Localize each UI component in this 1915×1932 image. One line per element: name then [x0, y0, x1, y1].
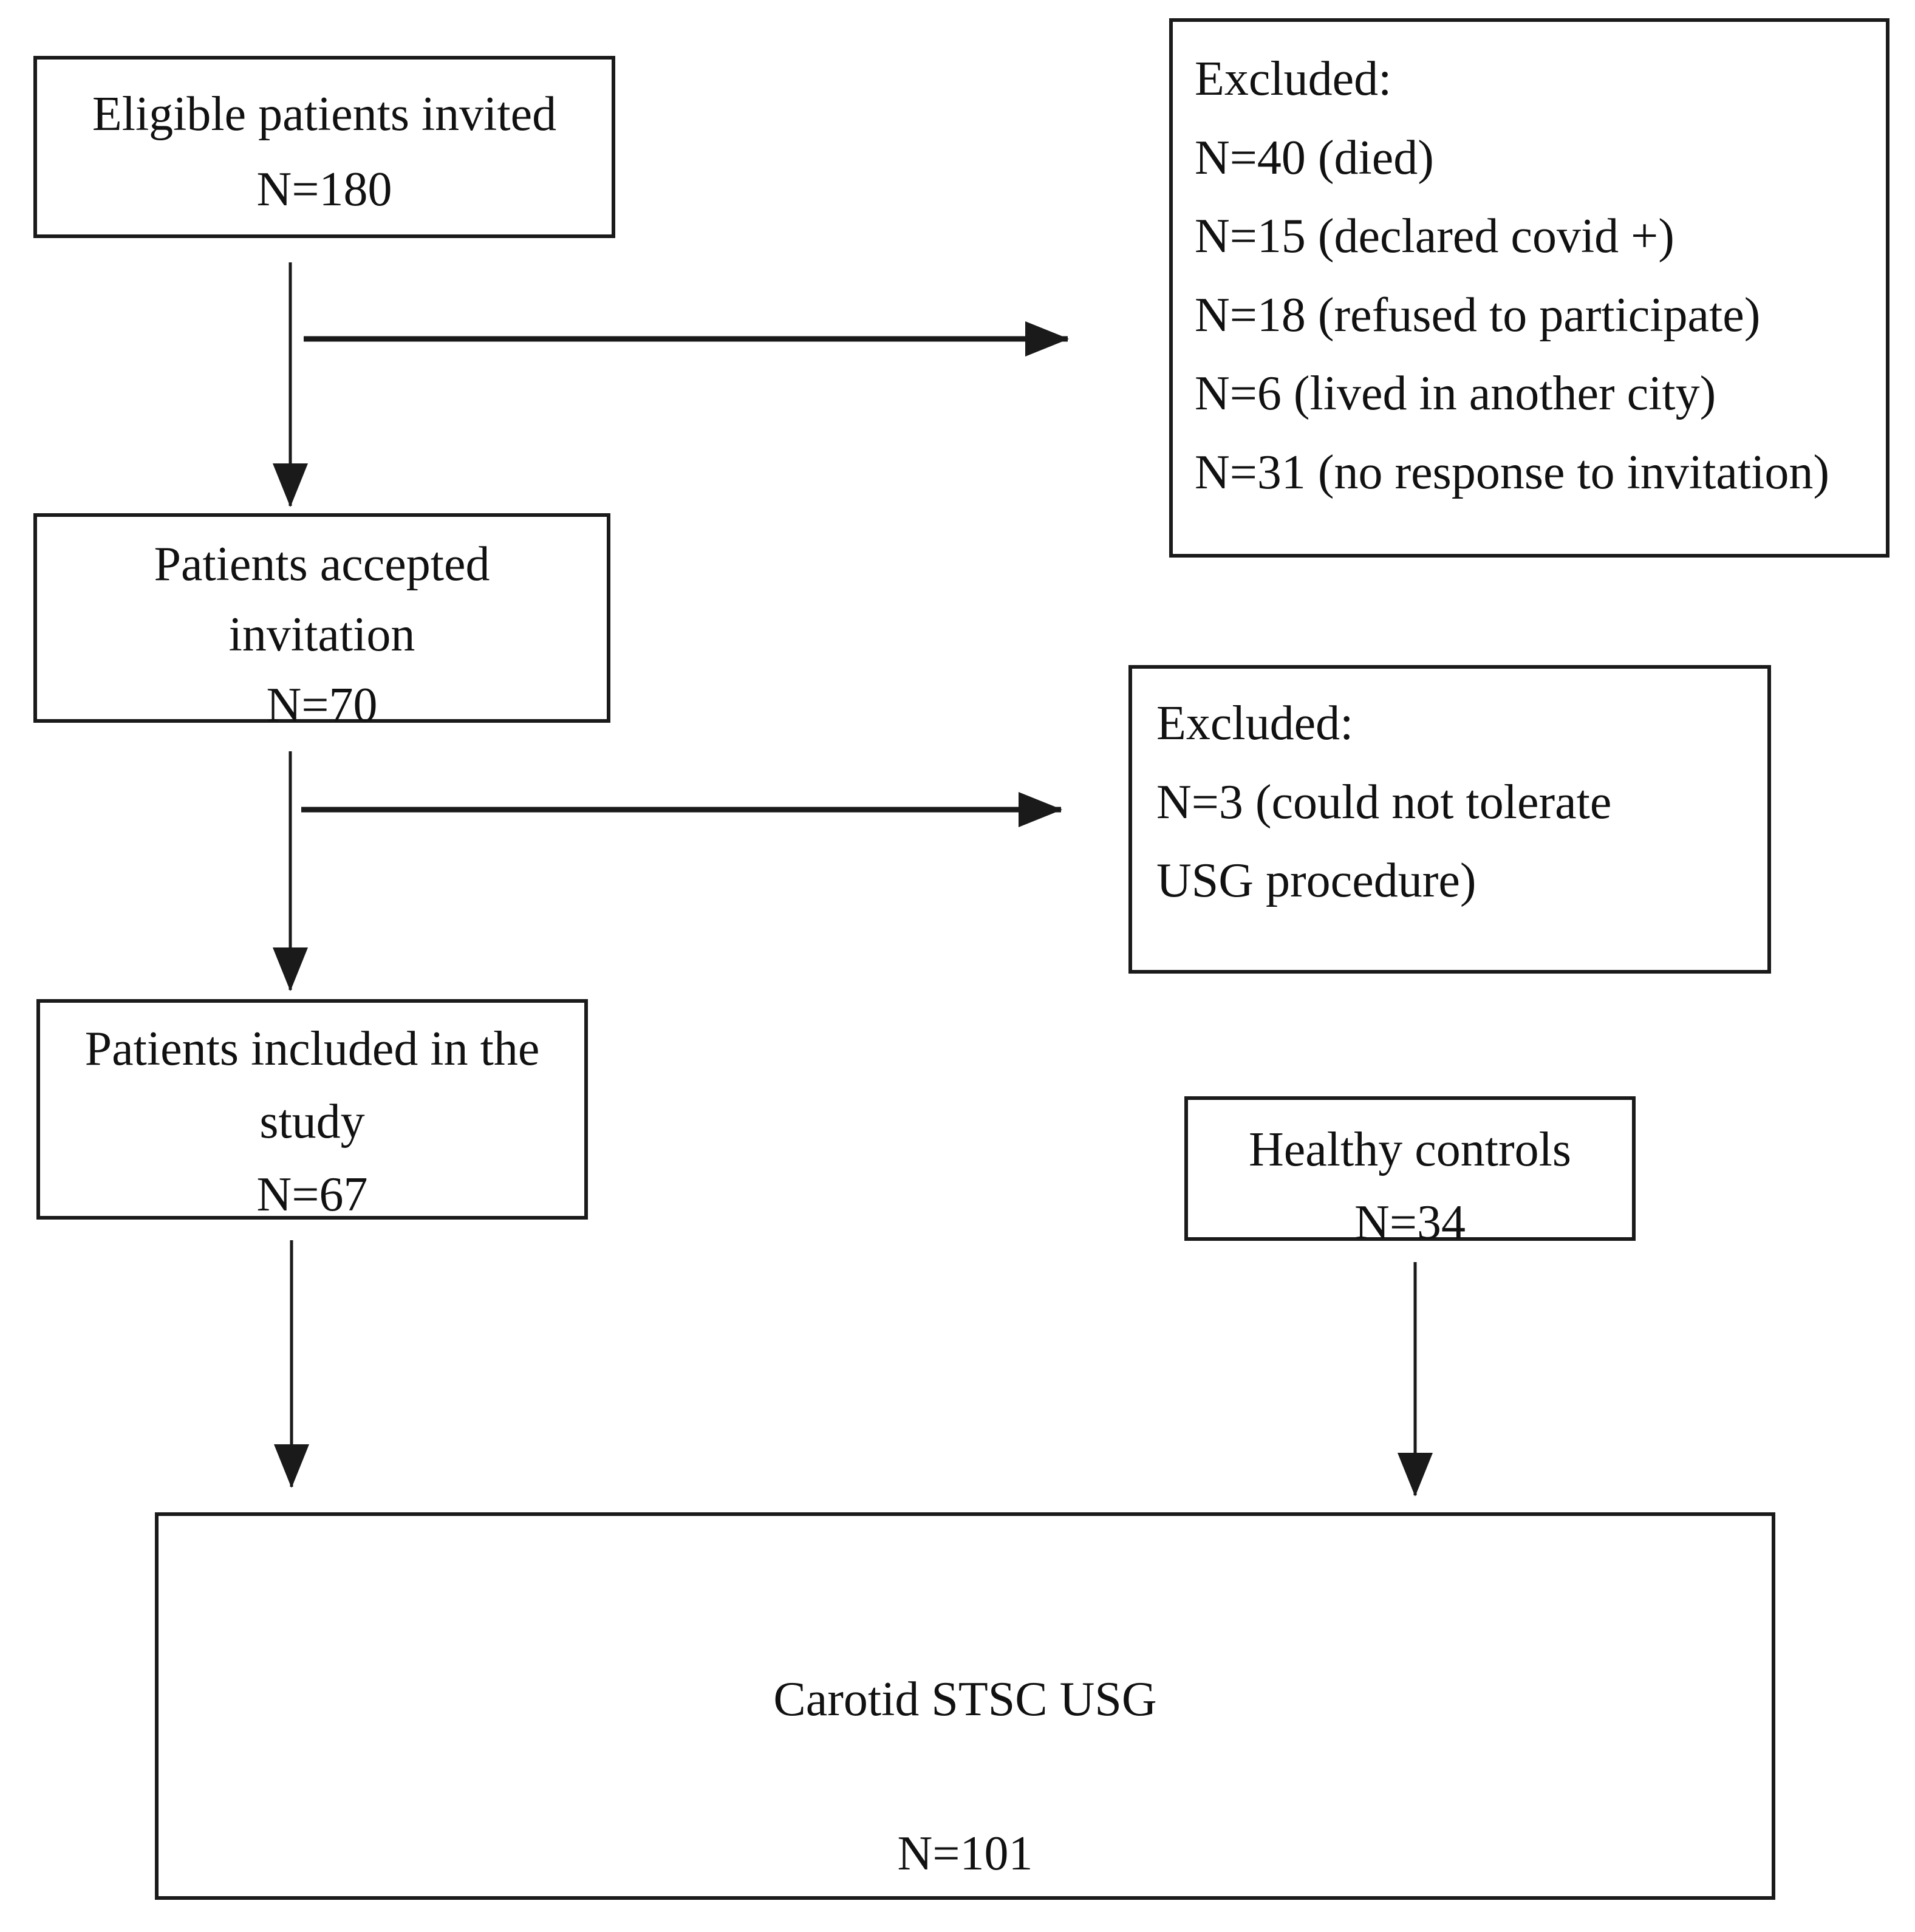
excluded-invitation-item: N=31 (no response to invitation): [1195, 445, 1829, 499]
node-included-count: N=67: [256, 1168, 368, 1221]
node-accepted-label-line1: Patients accepted: [154, 538, 490, 591]
node-excluded-usg: Excluded: N=3 (could not tolerate USG pr…: [1128, 665, 1771, 974]
excluded-invitation-item: N=40 (died): [1195, 131, 1434, 185]
node-healthy-controls: Healthy controls N=34: [1184, 1096, 1636, 1249]
excluded-invitation-item: N=6 (lived in another city): [1195, 367, 1716, 421]
node-patients-accepted: Patients accepted invitation N=70: [33, 513, 610, 732]
node-carotid-stsc-usg: Carotid STSC USG N=101: [155, 1512, 1775, 1900]
node-excluded-invitation: Excluded: N=40 (died) N=15 (declared cov…: [1169, 18, 1889, 558]
node-included-label-line1: Patients included in the: [84, 1022, 540, 1076]
node-healthy-count: N=34: [1354, 1196, 1466, 1249]
node-final-label: Carotid STSC USG: [773, 1673, 1157, 1726]
excluded-invitation-title: Excluded:: [1195, 52, 1392, 106]
node-final-count: N=101: [897, 1827, 1033, 1880]
node-accepted-count: N=70: [266, 678, 378, 732]
excluded-usg-item: USG procedure): [1156, 854, 1476, 908]
excluded-usg-title: Excluded:: [1156, 697, 1354, 750]
node-accepted-label-line2: invitation: [228, 608, 415, 661]
excluded-usg-item: N=3 (could not tolerate: [1156, 775, 1612, 829]
node-included-label-line2: study: [259, 1095, 365, 1149]
node-eligible-label: Eligible patients invited: [92, 87, 557, 141]
node-eligible-count: N=180: [256, 163, 392, 216]
excluded-invitation-item: N=18 (refused to participate): [1195, 288, 1761, 342]
node-patients-included: Patients included in the study N=67: [36, 999, 588, 1221]
excluded-invitation-item: N=15 (declared covid +): [1195, 210, 1674, 264]
node-healthy-label: Healthy controls: [1249, 1123, 1571, 1176]
node-eligible-patients: Eligible patients invited N=180: [33, 56, 615, 238]
